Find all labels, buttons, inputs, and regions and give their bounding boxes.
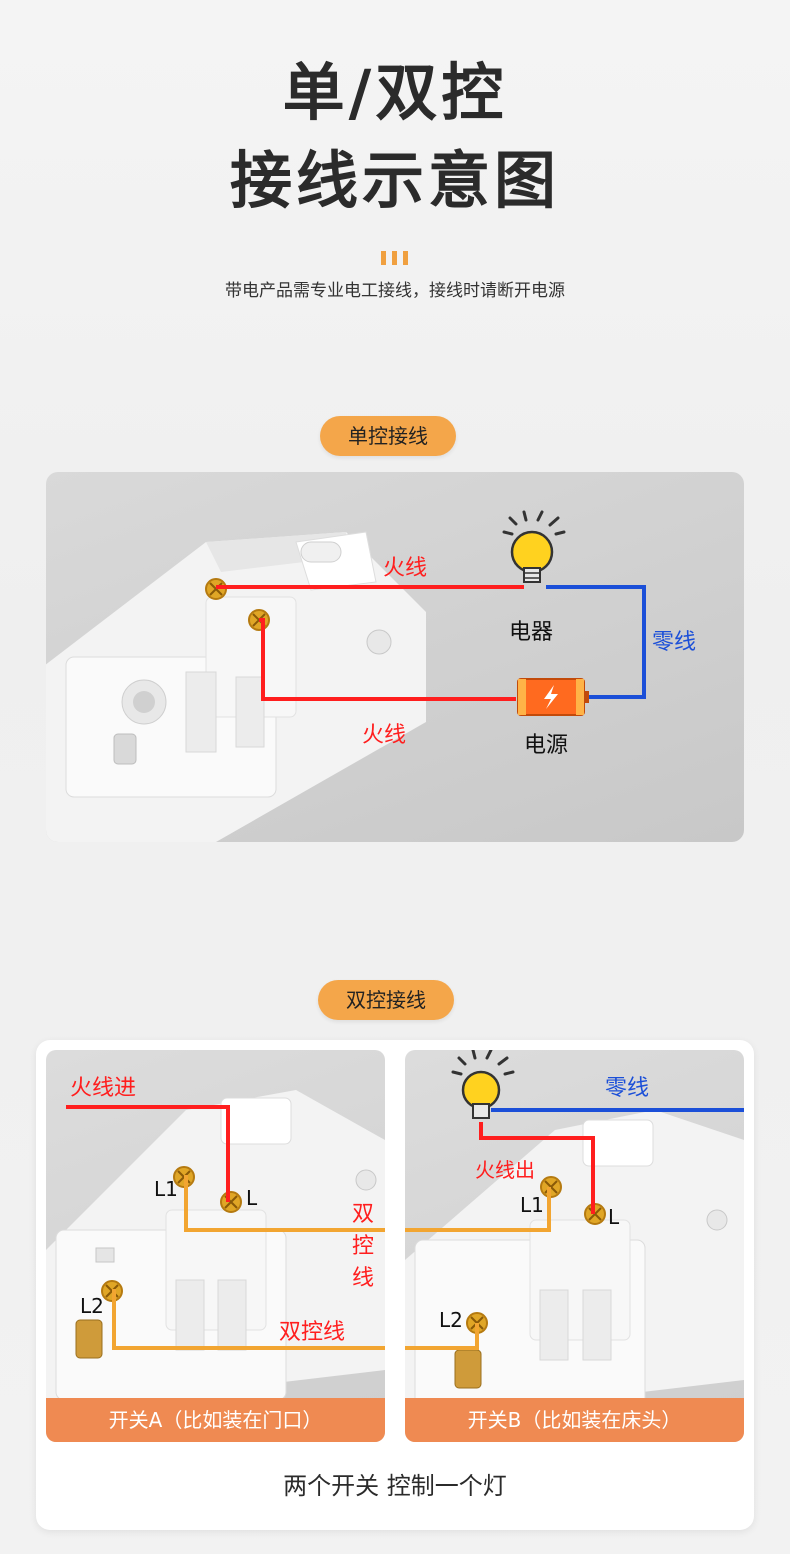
title-line-1: 单/双控 <box>282 56 508 129</box>
section-pill-single: 单控接线 <box>320 416 456 456</box>
single-control-diagram: 火线 火线 零线 电器 电源 <box>46 472 744 842</box>
label-traveler-1: 双控线 <box>352 1202 375 1291</box>
label-live-bottom: 火线 <box>362 723 407 748</box>
label-live-top: 火线 <box>383 556 428 581</box>
live-wire-in <box>66 1105 230 1202</box>
bulb-icon <box>451 1050 515 1119</box>
title-line-2: 接线示意图 <box>229 144 560 217</box>
section-pill-double: 双控接线 <box>318 980 454 1020</box>
screw-terminal-icon <box>220 1191 242 1213</box>
traveler-wire-1-a <box>184 1175 385 1232</box>
accent-bars-icon <box>381 251 411 265</box>
switch-b-panel: 零线 火线出 L1 L L2 开关B（比如装在床头） <box>405 1050 744 1442</box>
label-appliance: 电器 <box>509 620 554 645</box>
terminal-label-l-a: L <box>246 1186 258 1210</box>
bulb-icon <box>502 510 566 583</box>
single-control-svg <box>46 510 646 842</box>
neutral-wire <box>546 585 646 699</box>
switch-a-svg <box>46 1090 385 1410</box>
warning-subtitle: 带电产品需专业电工接线，接线时请断开电源 <box>225 281 565 301</box>
caption-switch-a: 开关A（比如装在门口） <box>46 1398 385 1442</box>
terminal-label-l-b: L <box>608 1205 620 1229</box>
switch-b-svg <box>405 1050 744 1420</box>
label-traveler-2: 双控线 <box>279 1320 346 1345</box>
footer-caption: 两个开关 控制一个灯 <box>283 1472 507 1500</box>
switch-a-panel: 火线进 L1 L L2 双控线 双控线 开关A（比如装在门口） <box>46 1050 385 1442</box>
terminal-label-l1-a: L1 <box>154 1177 178 1201</box>
terminal-label-l2-a: L2 <box>80 1294 104 1318</box>
terminal-label-l2-b: L2 <box>439 1308 463 1332</box>
label-power: 电源 <box>524 733 569 758</box>
traveler-wire-2-a <box>112 1289 385 1350</box>
traveler-wire-2-b <box>405 1323 479 1350</box>
battery-icon <box>517 678 589 716</box>
live-wire-out <box>479 1122 595 1214</box>
label-live-out: 火线出 <box>475 1158 535 1182</box>
switch-body-a <box>46 1090 385 1410</box>
switch-body-single <box>46 531 426 842</box>
label-neutral-single: 零线 <box>652 630 697 655</box>
switch-body-b <box>405 1110 744 1420</box>
live-wire-bottom <box>259 618 516 701</box>
label-neutral-double: 零线 <box>605 1076 650 1101</box>
traveler-wire-1-b <box>405 1187 551 1232</box>
terminal-label-l1-b: L1 <box>520 1193 544 1217</box>
label-live-in: 火线进 <box>70 1076 137 1101</box>
caption-switch-b: 开关B（比如装在床头） <box>405 1398 744 1442</box>
